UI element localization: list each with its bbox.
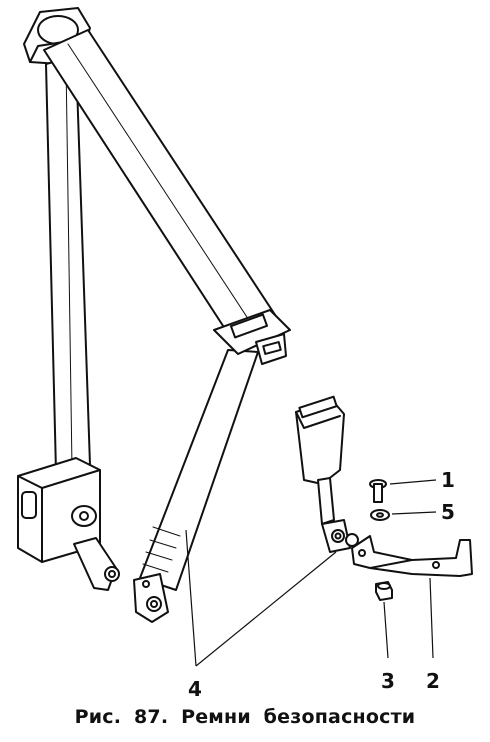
callout-2: 2 xyxy=(426,669,440,693)
buckle xyxy=(295,395,359,553)
figure-caption: Рис. 87. Ремни безопасности xyxy=(74,706,416,728)
callout-1: 1 xyxy=(441,468,455,492)
leader-line-5 xyxy=(391,511,437,515)
leader-line-2 xyxy=(429,577,434,659)
callout-5: 5 xyxy=(441,500,455,524)
mounting-bracket xyxy=(351,535,473,577)
vertical-belt-strap xyxy=(45,55,91,473)
belt-tongue-plate xyxy=(213,309,291,365)
leader-line-4b xyxy=(195,551,337,667)
callout-4: 4 xyxy=(188,677,202,701)
retractor-housing xyxy=(17,457,120,591)
callout-3: 3 xyxy=(381,669,395,693)
washer xyxy=(370,509,390,521)
bolt xyxy=(369,479,387,503)
leader-line-3 xyxy=(383,601,389,659)
lap-belt-strap xyxy=(139,349,259,591)
nut xyxy=(375,581,393,601)
lower-anchor-plate xyxy=(133,573,169,623)
leader-line-1 xyxy=(389,479,437,485)
leader-line-4a xyxy=(185,529,197,667)
